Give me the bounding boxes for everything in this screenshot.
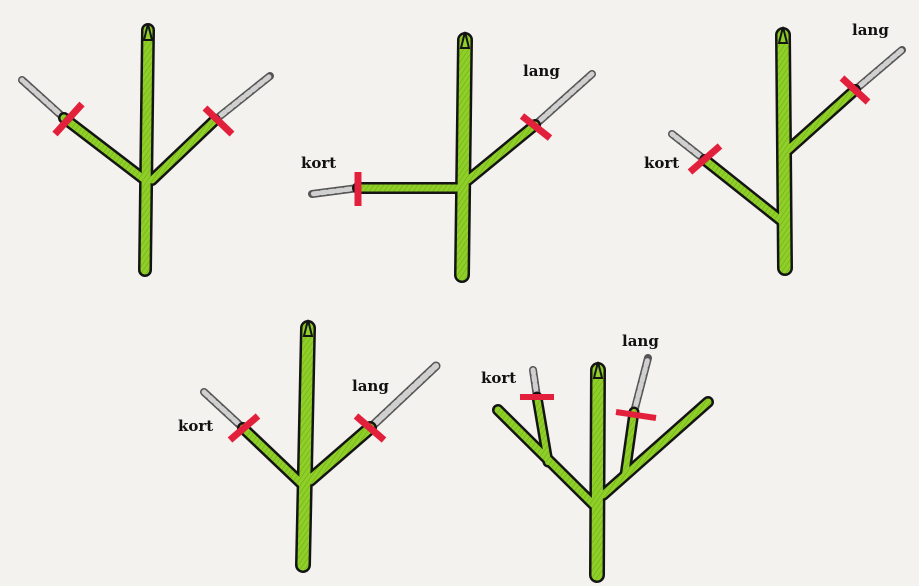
- label-kort: kort: [644, 154, 679, 172]
- label-lang: lang: [523, 62, 560, 80]
- label-kort: kort: [301, 154, 336, 172]
- label-kort: kort: [178, 417, 213, 435]
- label-lang: lang: [622, 332, 659, 350]
- panel-1: [22, 24, 270, 270]
- label-kort: kort: [481, 369, 516, 387]
- label-lang: lang: [852, 21, 889, 39]
- tree-branches: [498, 362, 708, 575]
- tree-branches: [243, 320, 370, 565]
- tree-branches: [64, 24, 215, 270]
- panel-5: kort lang: [481, 332, 708, 575]
- panel-3: lang kort: [644, 21, 902, 268]
- tree-branches: [358, 32, 535, 275]
- tree-branches: [705, 27, 855, 268]
- label-lang: lang: [352, 377, 389, 395]
- removed-branch-tip: [204, 366, 436, 428]
- panel-2: kort lang: [301, 32, 592, 275]
- panel-4: kort lang: [178, 320, 436, 565]
